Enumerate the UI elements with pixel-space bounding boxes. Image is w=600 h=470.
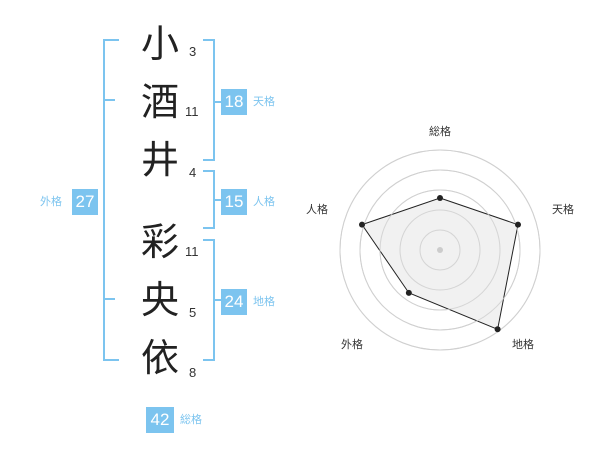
soukaku-label: 総格 bbox=[180, 413, 202, 426]
tenkaku-label: 天格 bbox=[253, 95, 275, 108]
stroke-count-3: 4 bbox=[189, 165, 197, 180]
radar-point-2 bbox=[494, 326, 501, 333]
stroke-count-4: 11 bbox=[185, 244, 199, 259]
name-char-1: 小 bbox=[140, 22, 179, 66]
radar-point-0 bbox=[437, 195, 443, 201]
radar-ring bbox=[399, 209, 481, 291]
name-char-2: 酒 bbox=[140, 80, 179, 124]
chikaku-value: 24 bbox=[221, 289, 247, 315]
name-char-4: 彩 bbox=[140, 220, 179, 264]
radar-ring bbox=[379, 189, 501, 311]
radar-label-tenkaku: 天格 bbox=[552, 203, 574, 216]
radar-ring-overlay bbox=[419, 229, 461, 271]
radar-point-4 bbox=[359, 221, 366, 228]
gaikaku-bracket-tick bbox=[103, 298, 115, 300]
radar-ring-overlay bbox=[359, 169, 521, 331]
gaikaku-bracket bbox=[103, 39, 119, 361]
stroke-count-5: 5 bbox=[189, 305, 197, 320]
radar-ring bbox=[359, 169, 521, 331]
gaikaku-bracket-tick bbox=[103, 99, 115, 101]
stroke-count-1: 3 bbox=[189, 44, 197, 59]
name-char-3: 井 bbox=[140, 138, 179, 182]
jinkaku-label: 人格 bbox=[253, 195, 275, 208]
radar-point-3 bbox=[405, 289, 412, 296]
gaikaku-label: 外格 bbox=[40, 195, 62, 208]
stroke-count-2: 11 bbox=[185, 104, 199, 119]
radar-ring-overlay bbox=[339, 149, 541, 351]
radar-series-area bbox=[361, 197, 519, 330]
radar-ring-overlay bbox=[399, 209, 481, 291]
tenkaku-value: 18 bbox=[221, 89, 247, 115]
radar-ring bbox=[339, 149, 541, 351]
jinkaku-value: 15 bbox=[221, 189, 247, 215]
radar-label-soukaku: 総格 bbox=[429, 125, 451, 138]
name-char-6: 依 bbox=[140, 336, 179, 380]
soukaku-value: 42 bbox=[146, 407, 174, 433]
radar-label-chikaku: 地格 bbox=[512, 338, 534, 351]
jinkaku-bracket-connector bbox=[213, 199, 221, 201]
chikaku-bracket-connector bbox=[213, 299, 221, 301]
tenkaku-bracket-connector bbox=[213, 101, 221, 103]
stroke-count-6: 8 bbox=[189, 365, 197, 380]
radar-point-1 bbox=[514, 221, 521, 228]
tenkaku-bracket bbox=[203, 39, 215, 161]
chikaku-label: 地格 bbox=[253, 295, 275, 308]
radar-ring bbox=[419, 229, 461, 271]
gaikaku-value: 27 bbox=[72, 189, 98, 215]
radar-label-gaikaku: 外格 bbox=[341, 338, 363, 351]
radar-label-jinkaku: 人格 bbox=[306, 203, 328, 216]
radar-center-dot bbox=[437, 247, 443, 253]
name-char-5: 央 bbox=[140, 278, 179, 322]
radar-ring-overlay bbox=[379, 189, 501, 311]
